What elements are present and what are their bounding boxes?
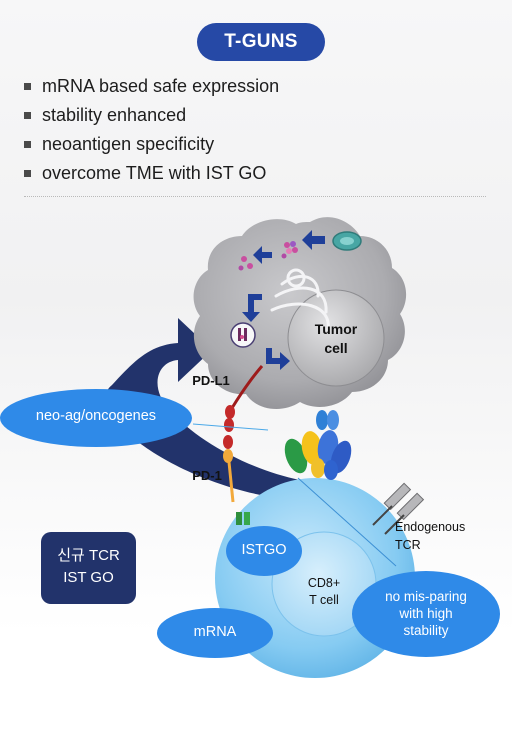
feature-text: stability enhanced — [42, 105, 187, 125]
new-tcr-box — [41, 532, 136, 604]
endogenous-tcr-icon — [372, 482, 425, 535]
neoag-pill — [0, 389, 192, 447]
curved-arrow-icon — [105, 318, 300, 500]
section-divider — [24, 196, 486, 197]
tcr-complex-icon — [284, 410, 352, 480]
new-tcr-box-label: 신규 TCR IST GO — [57, 547, 120, 586]
arrow-elbow-icon — [266, 348, 290, 370]
bullet-square-icon — [24, 83, 31, 90]
feature-item: overcome TME with IST GO — [24, 159, 279, 188]
no-mispairing-label: no mis-paring with high stability — [385, 589, 467, 638]
pd1-label: PD-1 — [192, 468, 222, 483]
istgo-pill — [226, 526, 302, 576]
mhc-vesicle-icon — [230, 322, 256, 348]
neoag-label: neo-ag/oncogenes — [35, 408, 157, 424]
feature-text: mRNA based safe expression — [42, 76, 280, 96]
endogenous-tcr-label: Endogenous TCR — [395, 520, 466, 552]
no-mispairing-pill — [352, 571, 500, 657]
cd8-label: CD8+ T cell — [307, 576, 341, 607]
mrna-pill — [157, 608, 273, 658]
peptide-icon — [238, 241, 298, 271]
feature-item: neoantigen specificity — [24, 130, 279, 159]
arrow-left-icon — [302, 230, 325, 250]
tumor-nucleus — [287, 289, 385, 387]
istgo-receptor-icon — [236, 512, 242, 525]
bullet-square-icon — [24, 141, 31, 148]
title-badge: T-GUNS — [197, 23, 325, 61]
arrow-left-icon — [253, 246, 272, 264]
feature-list: mRNA based safe expression stability enh… — [24, 72, 279, 188]
pd1-receptor — [223, 435, 235, 503]
bullet-square-icon — [24, 170, 31, 177]
tumor-cell-label: Tumor cell — [314, 321, 358, 356]
arrow-elbow-icon — [242, 294, 262, 322]
feature-text: overcome TME with IST GO — [42, 163, 267, 183]
feature-item: mRNA based safe expression — [24, 72, 279, 101]
er-organelle-icon — [270, 268, 330, 332]
pdl1-receptor — [230, 365, 264, 409]
feature-item: stability enhanced — [24, 101, 279, 130]
pdl1-label: PD-L1 — [192, 373, 230, 388]
feature-text: neoantigen specificity — [42, 134, 215, 154]
mrna-label: mRNA — [193, 624, 237, 640]
bullet-square-icon — [24, 112, 31, 119]
istgo-label: ISTGO — [241, 542, 287, 558]
